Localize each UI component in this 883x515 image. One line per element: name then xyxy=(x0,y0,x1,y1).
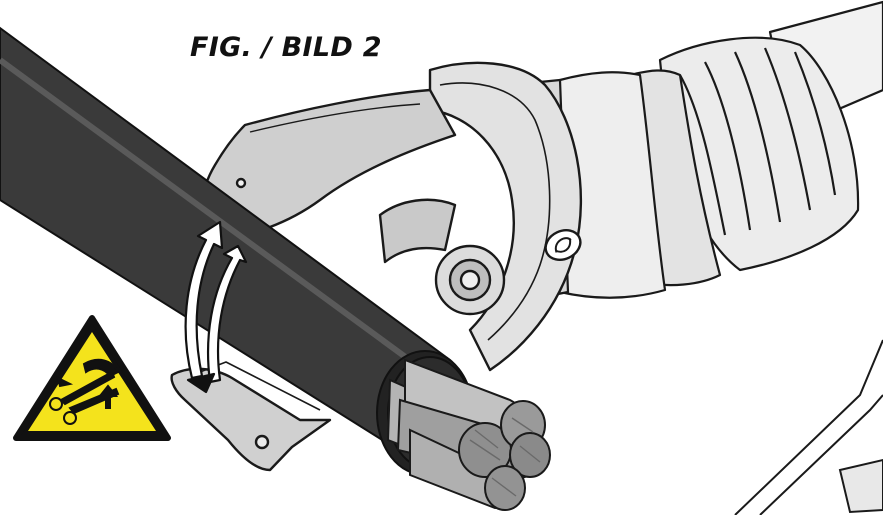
conductor-end-3 xyxy=(509,432,551,478)
figure-title: FIG. / BILD 2 xyxy=(190,32,382,63)
cable-conductors xyxy=(386,358,551,511)
cutter-head xyxy=(378,61,583,372)
background-tool-outline xyxy=(734,339,883,515)
cutting-hazard-warning-icon xyxy=(13,315,171,441)
tool-handle-grip xyxy=(538,0,883,299)
open-close-arrows-icon xyxy=(184,220,248,394)
upper-jaw xyxy=(200,88,457,242)
